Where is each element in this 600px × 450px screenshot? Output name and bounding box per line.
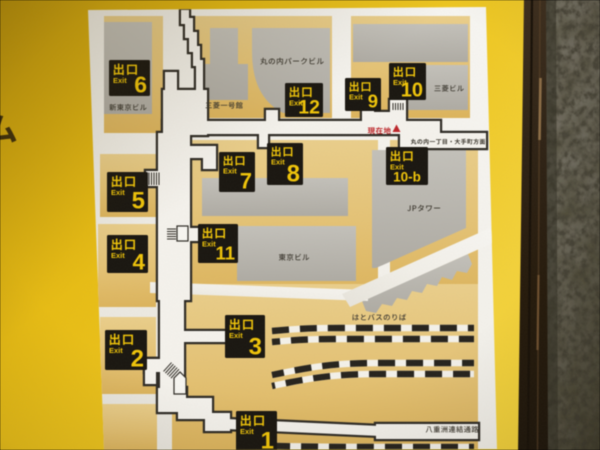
photo-of-exit-map-poster: photograph of a station exit guide map p… [0, 0, 600, 450]
photo-grain [0, 0, 600, 450]
